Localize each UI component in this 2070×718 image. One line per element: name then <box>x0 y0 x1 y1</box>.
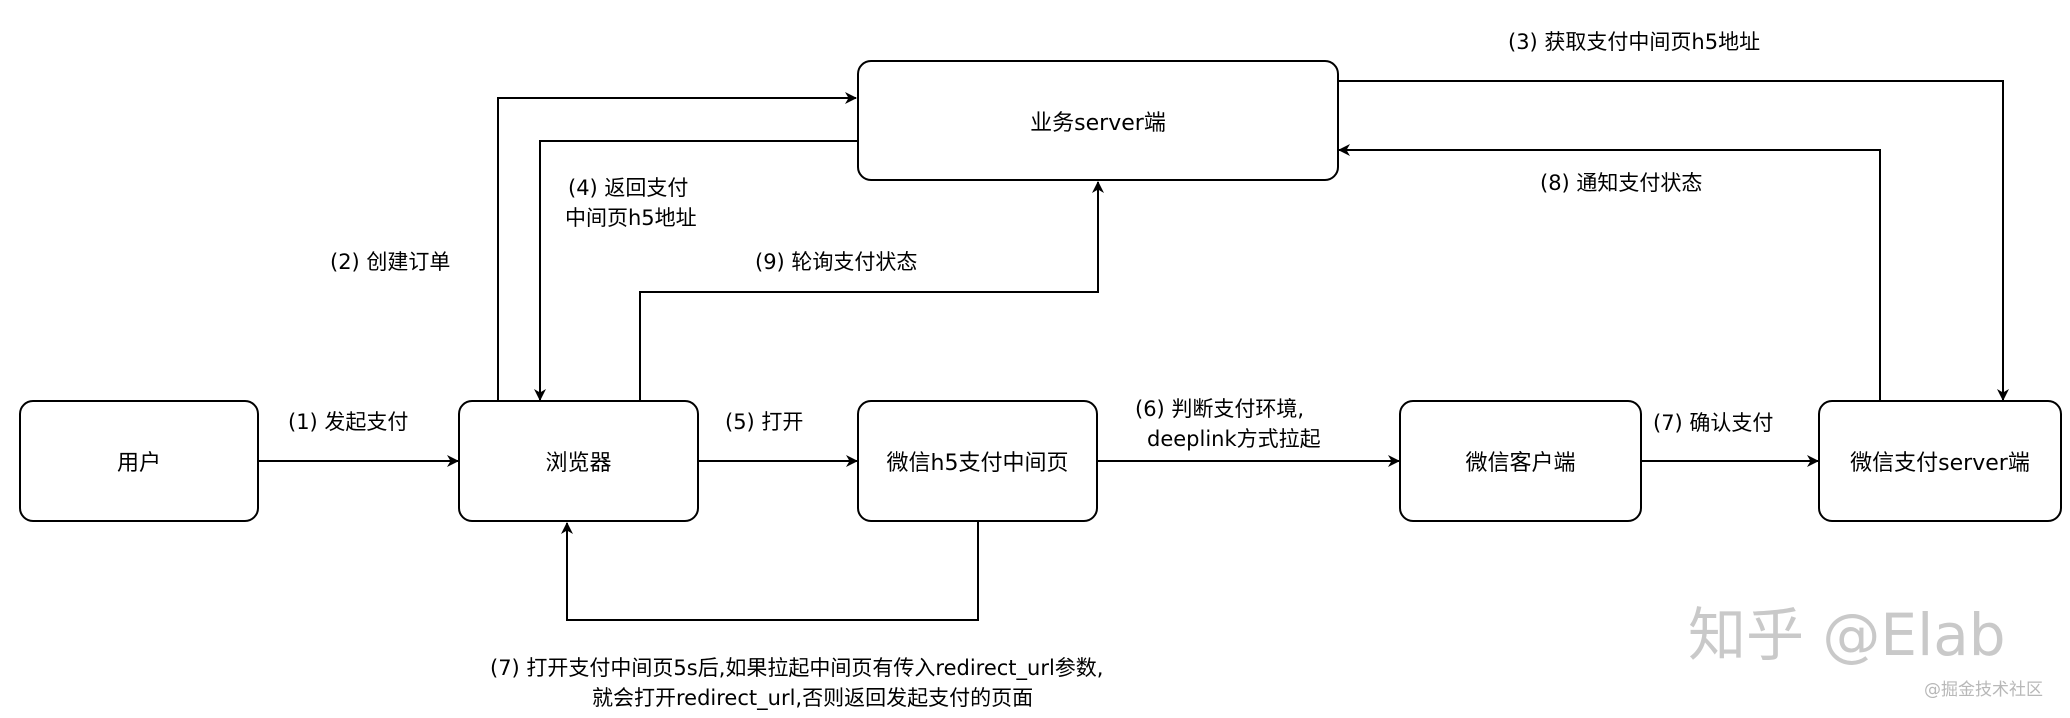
node-wx-h5-page: 微信h5支付中间页 <box>857 400 1098 522</box>
edge-8-label: (8) 通知支付状态 <box>1540 171 1703 195</box>
edge-5-label: (5) 打开 <box>725 410 804 434</box>
edge-6-label-line1: (6) 判断支付环境, <box>1135 397 1305 421</box>
edge-7-label: (7) 确认支付 <box>1653 411 1774 435</box>
watermark-main: 知乎 @Elab <box>1688 601 2006 669</box>
watermark-sub: @掘金技术社区 <box>1924 680 2043 700</box>
edge-9-arrow <box>639 181 1104 400</box>
note-line1: (7) 打开支付中间页5s后,如果拉起中间页有传入redirect_url参数, <box>490 656 1104 680</box>
edge-4-arrow <box>534 140 857 401</box>
node-wx-pay-server: 微信支付server端 <box>1818 400 2062 522</box>
node-biz-server: 业务server端 <box>857 60 1339 181</box>
edge-3-arrow <box>1338 80 2009 401</box>
note-line2: 就会打开redirect_url,否则返回发起支付的页面 <box>592 686 1034 710</box>
edge-4-label-line1: (4) 返回支付 <box>568 176 689 200</box>
edge-6-label-line2: deeplink方式拉起 <box>1147 427 1321 451</box>
edge-4-label-line2: 中间页h5地址 <box>565 206 697 230</box>
edge-1-label: (1) 发起支付 <box>288 410 409 434</box>
node-user: 用户 <box>19 400 259 522</box>
edge-8-arrow <box>1338 144 1881 400</box>
edge-2-arrow <box>497 92 857 400</box>
edge-9-label: (9) 轮询支付状态 <box>755 250 918 274</box>
node-wx-client: 微信客户端 <box>1399 400 1642 522</box>
node-browser: 浏览器 <box>458 400 699 522</box>
edge-2-label: (2) 创建订单 <box>330 250 451 274</box>
edge-7b-arrow <box>561 522 979 621</box>
edge-3-label: (3) 获取支付中间页h5地址 <box>1508 30 1761 54</box>
